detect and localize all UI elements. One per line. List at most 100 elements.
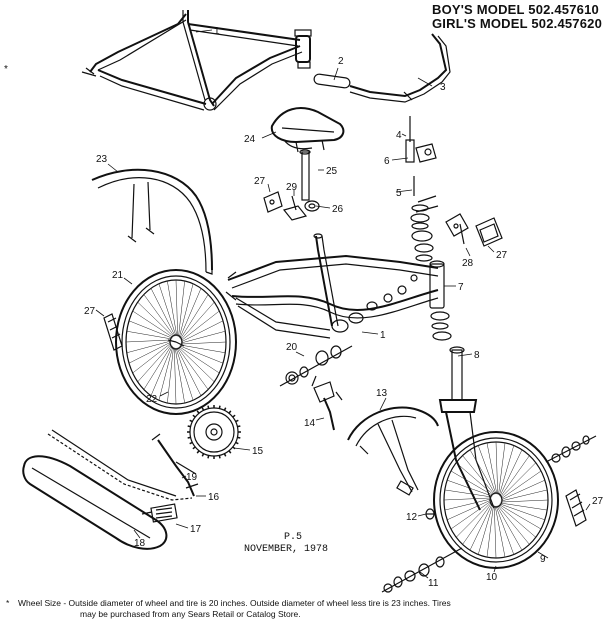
spoke [443,497,492,501]
spoke [180,294,209,340]
sprocket-tooth [228,410,232,414]
boys-frame [81,10,312,111]
callout-14: 14 [304,418,316,429]
seat-clamp-parts [263,191,320,221]
callout-1-boys-frame: 1 [214,26,220,37]
sprocket-tooth [228,450,232,454]
callout-28: 28 [462,258,474,269]
spoke [500,479,545,501]
callout-27-front-reflector: 27 [592,496,604,507]
spoke [179,346,220,374]
page-number: P.5 [284,532,303,543]
spoke [158,346,174,401]
spoke [180,310,220,342]
spoke [498,445,515,496]
spoke [128,320,173,339]
spoke [178,280,185,337]
callout-1-girls-frame: 1 [380,330,386,341]
spoke [175,347,194,401]
callout-19: 19 [186,472,198,483]
kickstand [311,375,343,431]
callout-23: 23 [96,154,108,165]
spoke [462,455,495,495]
spoke [469,449,496,495]
sprocket-tooth [218,455,221,459]
callout-16: 16 [208,492,220,503]
callout-15: 15 [252,446,264,457]
spoke [500,502,548,511]
callout-21: 21 [112,270,124,281]
sprocket-tooth [237,436,241,439]
spoke [132,342,172,374]
front-axle-parts [381,547,463,593]
spoke [180,330,226,344]
callout-7: 7 [458,282,464,293]
handlebar [313,33,451,103]
girls-model-heading: GIRL'S MODEL 502.457620 [432,16,603,31]
sprocket-tooth [207,405,210,409]
sprocket-tooth [189,441,193,445]
axle-nut [425,508,435,520]
callout-27-rear-reflector: 27 [84,306,96,317]
spoke [178,283,194,338]
callout-18: 18 [134,538,146,549]
spoke [174,347,177,405]
callout-22: 22 [146,394,158,405]
spoke [150,288,176,337]
spoke [180,301,215,341]
sprocket-tooth [187,436,191,439]
callout-8: 8 [474,350,480,361]
spoke [477,504,494,555]
spoke [175,279,178,337]
spoke [486,442,498,495]
leader-lines [95,29,591,579]
spoke [500,499,549,503]
seat [270,107,345,153]
chain-guard [22,455,168,550]
callout-27-seat-bracket: 27 [254,176,266,187]
spoke [498,442,506,495]
sprocket-tooth [192,414,196,418]
spoke [495,441,498,495]
spoke [500,470,542,500]
spoke [167,347,174,404]
callout-13: 13 [376,388,388,399]
spoke [126,330,172,340]
rear-wheel-spokes [125,279,227,405]
spoke [495,505,515,555]
spoke [176,347,202,396]
spoke [469,503,493,551]
callout-24: 24 [244,134,256,145]
spoke [125,339,172,343]
spoke [447,499,492,521]
spoke [178,347,215,383]
sprocket-tooth [223,407,227,411]
spoke [137,343,172,383]
sprocket-teeth [187,405,241,459]
rear-wheel-reflector [103,313,123,351]
front-hub-stack [545,435,597,463]
spoke [455,501,492,538]
callout-20: 20 [286,342,298,353]
spoke [494,505,497,559]
spoke [498,505,536,538]
sprocket-tooth [237,425,241,428]
boys-model-heading: BOY'S MODEL 502.457610 [432,2,599,17]
spoke [450,470,493,496]
spoke [143,344,172,390]
spoke [500,455,530,498]
sprocket [187,405,241,459]
sprocket-tooth [235,441,239,445]
spoke [444,498,492,511]
spoke [177,347,209,390]
spoke [450,500,492,530]
spoke [179,345,224,364]
spoke [496,505,523,551]
spoke [150,345,173,396]
sprocket-tooth [201,453,205,457]
callout-25: 25 [326,166,338,177]
callout-9: 9 [540,554,546,565]
callout-17: 17 [190,524,202,535]
